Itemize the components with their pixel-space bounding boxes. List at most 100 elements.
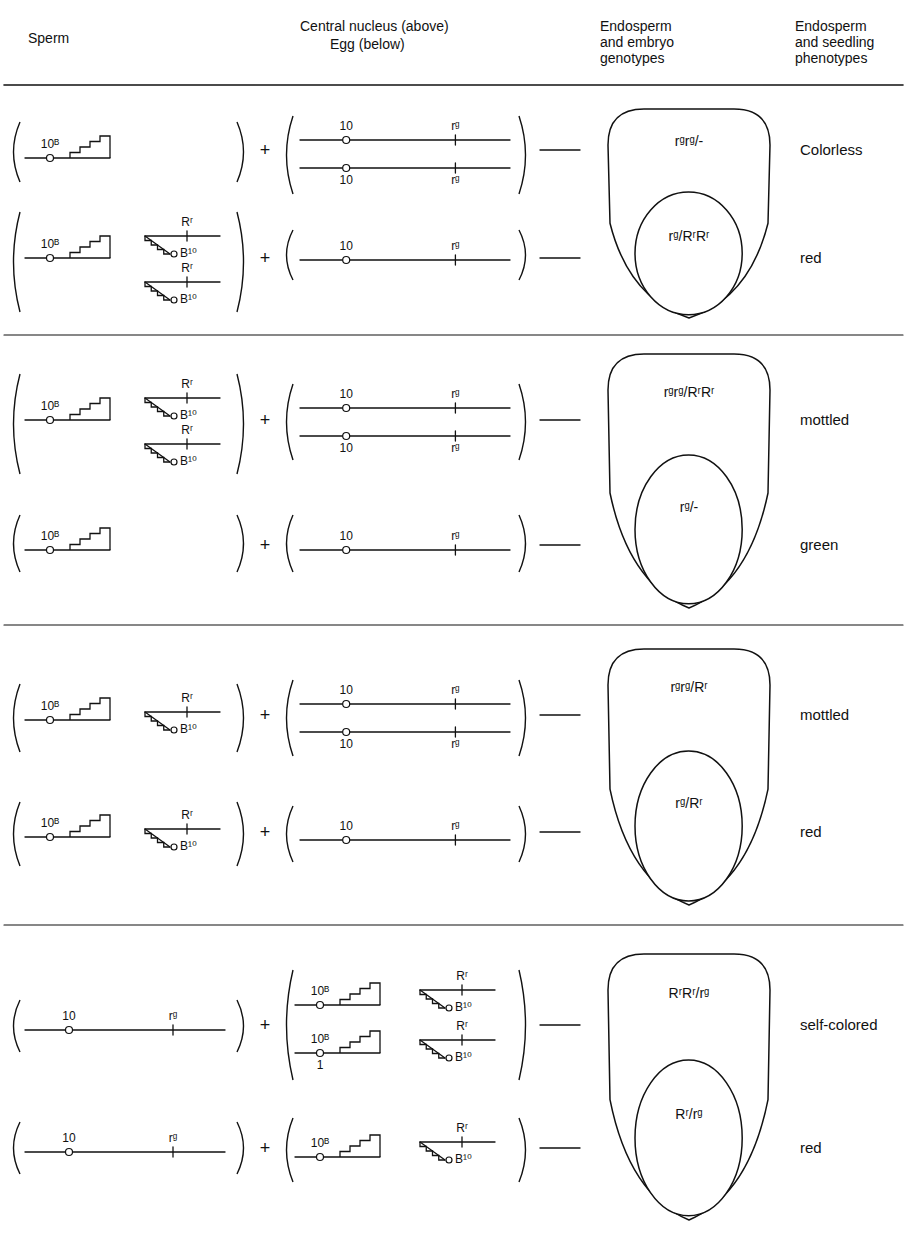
- parenthesis: [287, 970, 294, 1080]
- centromere: [47, 155, 54, 162]
- centromere: [317, 1050, 324, 1057]
- centromere: [171, 297, 177, 303]
- chromosome-line: [420, 1039, 495, 1040]
- centromere: [171, 727, 177, 733]
- embryo-outline: [634, 750, 743, 902]
- b-chromosome-segment: [70, 136, 110, 158]
- gene-tick: [455, 699, 456, 709]
- chromosome-line: [300, 139, 510, 140]
- parenthesis: [14, 374, 21, 474]
- chromosome-line: [295, 1052, 380, 1053]
- parenthesis: [14, 515, 21, 572]
- parenthesis: [14, 1000, 21, 1052]
- centromere: [47, 417, 54, 424]
- parenthesis: [287, 384, 294, 460]
- gene-tick: [186, 824, 187, 834]
- plus-sign: +: [260, 248, 271, 269]
- genotype-label: rᵍrᵍ/-: [598, 133, 780, 149]
- chromosome-line: [25, 549, 110, 550]
- gene-label: rᵍ: [451, 530, 460, 544]
- chromosome-label: B¹⁰: [455, 1153, 472, 1167]
- phenotype-label: Colorless: [800, 141, 863, 158]
- parenthesis: [519, 806, 526, 862]
- centromere: [47, 255, 54, 262]
- chromosome-label: B¹⁰: [180, 293, 197, 307]
- gene-tick: [186, 231, 187, 241]
- parenthesis: [519, 680, 526, 756]
- chromosome-label: B¹⁰: [455, 1001, 472, 1015]
- chromosome-line: [145, 397, 220, 398]
- chromosome-label: 10: [340, 820, 353, 834]
- genotype-label: rᵍrᵍ/RʳRʳ: [598, 384, 780, 400]
- centromere: [343, 433, 350, 440]
- b-chromosome-segment: [70, 528, 110, 550]
- parenthesis: [14, 684, 21, 752]
- gene-label: Rʳ: [456, 1020, 468, 1034]
- plus-sign: +: [260, 1138, 271, 1159]
- centromere: [47, 834, 54, 841]
- chromosome-line: [25, 836, 110, 837]
- centromere: [446, 1157, 452, 1163]
- centromere: [343, 165, 350, 172]
- dash: [540, 544, 580, 545]
- gene-tick: [461, 1035, 462, 1045]
- parenthesis: [237, 374, 244, 474]
- plus-sign: +: [260, 140, 271, 161]
- parenthesis: [287, 230, 294, 280]
- phenotype-label: red: [800, 1139, 822, 1156]
- parenthesis: [237, 802, 244, 866]
- chromosome-line: [300, 259, 510, 260]
- chromosome-line: [25, 257, 110, 258]
- chromosome-line: [295, 1156, 380, 1157]
- endosperm-shape: rᵍrᵍ/Rʳrᵍ/Rʳ: [598, 645, 780, 907]
- chromosome-line: [300, 703, 510, 704]
- embryo-shape: rᵍ/Rʳ: [634, 750, 743, 902]
- b-chromosome-segment: [420, 1040, 445, 1058]
- chromosome-line: [145, 235, 220, 236]
- b-chromosome-segment: [420, 1040, 445, 1058]
- dash: [540, 1147, 580, 1148]
- chromosome-line: [420, 989, 495, 990]
- chromosome-line: [145, 443, 220, 444]
- plus-sign: +: [260, 705, 271, 726]
- b-chromosome-segment: [145, 236, 170, 254]
- b-chromosome-segment: [145, 398, 170, 416]
- dash: [540, 714, 580, 715]
- gene-tick: [455, 135, 456, 145]
- chromosome-label: 1: [317, 1059, 324, 1073]
- chromosome-label: B¹⁰: [180, 840, 197, 854]
- b-chromosome-segment: [145, 444, 170, 462]
- embryo-outline-shape: [635, 751, 742, 901]
- parenthesis: [237, 212, 244, 312]
- b-chromosome-segment: [145, 829, 170, 847]
- chromosome-line: [295, 1004, 380, 1005]
- chromosome-label: 10: [340, 388, 353, 402]
- column-header: Egg (below): [330, 36, 405, 52]
- section-divider: [4, 624, 903, 625]
- gene-tick: [461, 1137, 462, 1147]
- chromosome-label: B¹⁰: [180, 247, 197, 261]
- centromere: [343, 137, 350, 144]
- column-header: Sperm: [28, 30, 69, 46]
- chromosome-line: [300, 549, 510, 550]
- genotype-label: Rʳ/rᵍ: [634, 1106, 743, 1122]
- chromosome-label: B¹⁰: [180, 409, 197, 423]
- centromere: [171, 844, 177, 850]
- gene-label: rᵍ: [451, 738, 460, 752]
- embryo-shape: rᵍ/-: [634, 454, 743, 605]
- centromere: [317, 1002, 324, 1009]
- b-chromosome-segment: [145, 444, 170, 462]
- embryo-shape: rᵍ/RʳRʳ: [634, 191, 743, 316]
- gene-label: rᵍ: [169, 1132, 178, 1146]
- parenthesis: [237, 122, 244, 182]
- chromosome-label: 10ᴮ: [41, 400, 59, 414]
- chromosome-label: 10ᴮ: [41, 530, 59, 544]
- b-chromosome-segment: [145, 712, 170, 730]
- b-chromosome-segment: [70, 398, 110, 420]
- chromosome-line: [300, 167, 510, 168]
- centromere: [47, 547, 54, 554]
- chromosome-label: 10: [340, 442, 353, 456]
- chromosome-label: 10: [340, 530, 353, 544]
- b-chromosome-segment: [145, 282, 170, 300]
